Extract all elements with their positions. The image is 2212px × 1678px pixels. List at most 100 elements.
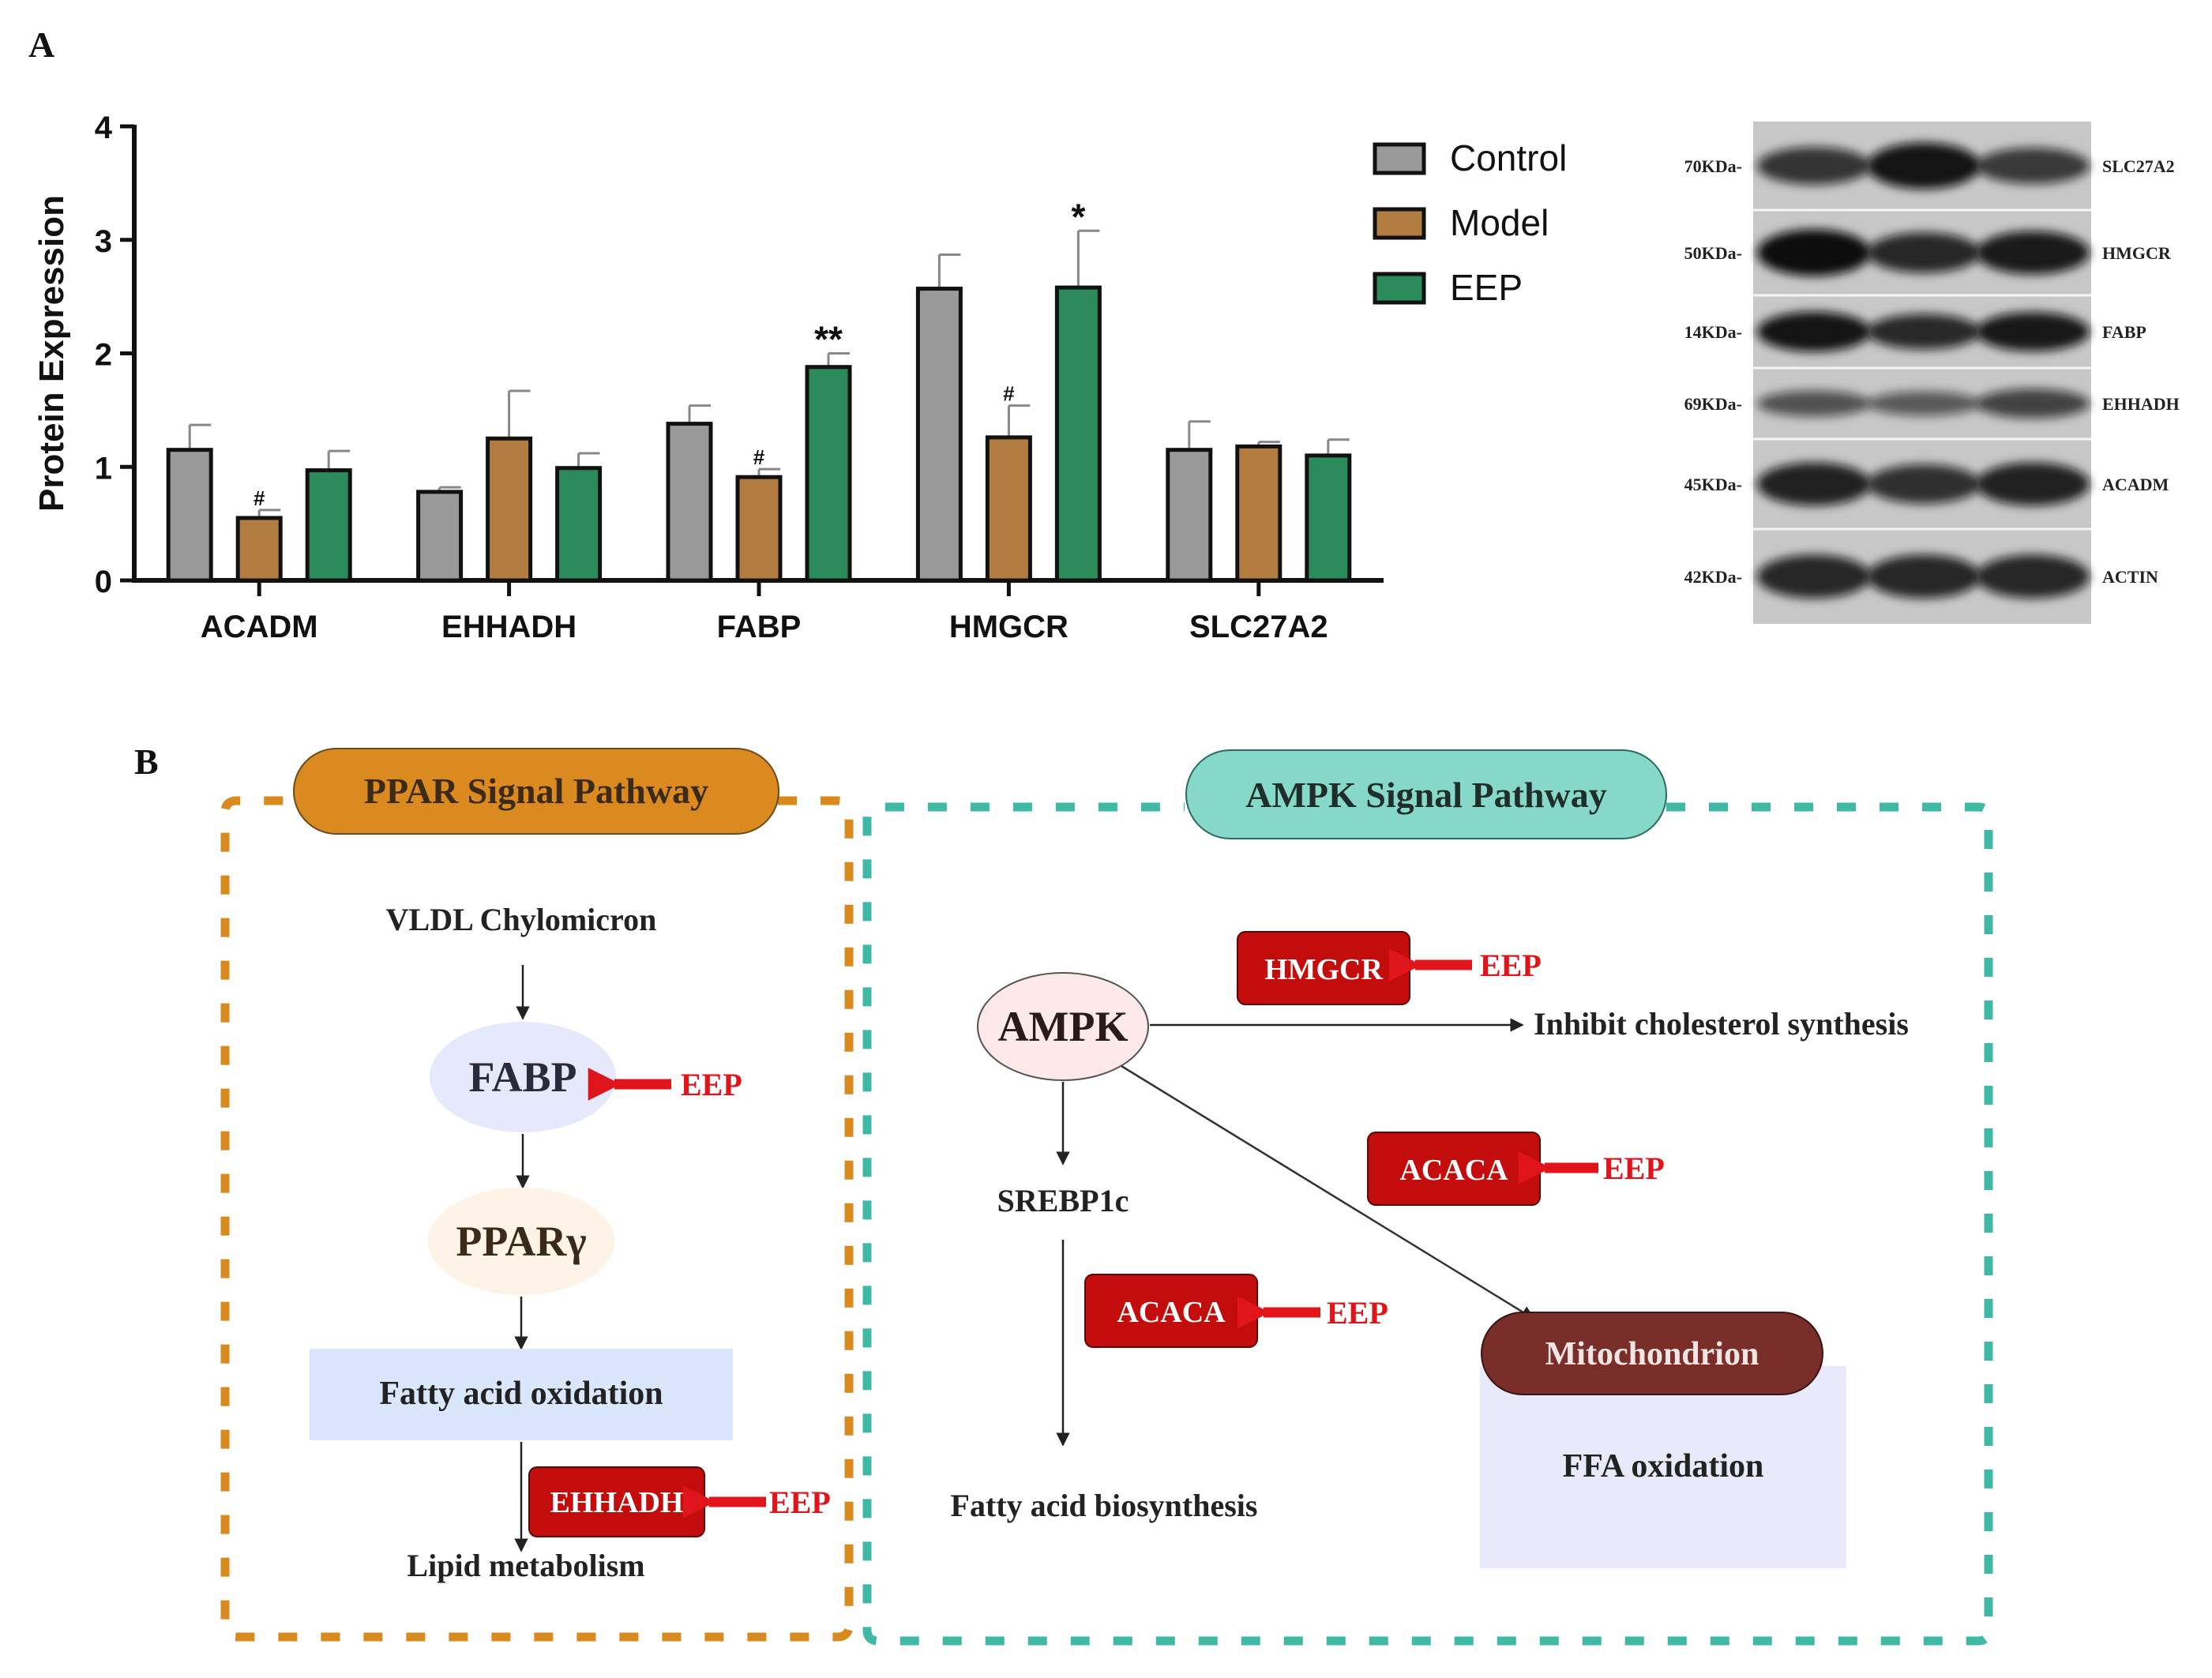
blot-band-actin xyxy=(1867,554,1981,599)
blot-protein-label: ACTIN xyxy=(2102,567,2158,587)
blot-band-acadm xyxy=(1757,462,1871,506)
fabp-node-label: FABP xyxy=(469,1053,577,1101)
significance-marker: ** xyxy=(814,319,843,360)
bar-eep-hmgcr xyxy=(1054,285,1102,583)
bar-control-ehhadh xyxy=(416,490,464,583)
srebp1c-label: SREBP1c xyxy=(997,1183,1129,1218)
mitochondrion-node xyxy=(1481,1312,1823,1395)
blot-band-hmgcr xyxy=(1867,232,1981,273)
blot-kda-label: 42KDa- xyxy=(1684,567,1742,587)
y-tick-label: 4 xyxy=(95,111,113,145)
fatty-acid-oxidation-label: Fatty acid oxidation xyxy=(379,1376,663,1412)
legend-swatch-eep xyxy=(1373,272,1426,305)
blot-kda-label: 50KDa- xyxy=(1684,243,1742,263)
bar-control-fabp xyxy=(666,422,713,583)
ampk-title-text: AMPK Signal Pathway xyxy=(1245,775,1606,815)
ampk-pathway-title: AMPK Signal Pathway xyxy=(1185,749,1667,839)
ampk-node-label: AMPK xyxy=(998,1003,1129,1050)
blot-protein-label: SLC27A2 xyxy=(2102,156,2175,176)
bar-eep-acadm xyxy=(305,468,352,583)
bar-control-hmgcr xyxy=(915,287,963,583)
blot-kda-label: 70KDa- xyxy=(1684,156,1742,176)
eep-label-acaca-right: EEP xyxy=(1603,1151,1665,1186)
inhibit-cholesterol-label: Inhibit cholesterol synthesis xyxy=(1534,1006,1909,1042)
acaca-right-target-label: ACACA xyxy=(1399,1154,1508,1187)
blot-band-fabp xyxy=(1757,311,1871,352)
y-tick-label: 2 xyxy=(95,338,112,373)
blot-band-slc27a2 xyxy=(1976,148,2090,184)
fabp-node xyxy=(430,1022,616,1132)
hmgcr-target-label: HMGCR xyxy=(1264,953,1383,986)
blot-band-ehhadh xyxy=(1976,389,2090,419)
lipid-metabolism-label: Lipid metabolism xyxy=(407,1548,644,1583)
bar-control-slc27a2 xyxy=(1166,448,1213,583)
acaca-left-target-label: ACACA xyxy=(1117,1296,1226,1329)
x-tick-label: FABP xyxy=(717,610,802,644)
vldl-chylomicron-label: VLDL Chylomicron xyxy=(386,902,657,937)
ppar-pathway-title: PPAR Signal Pathway xyxy=(293,748,779,835)
fatty-acid-oxidation-box xyxy=(310,1349,733,1440)
blot-band-hmgcr xyxy=(1757,229,1871,276)
bar-eep-slc27a2 xyxy=(1305,453,1352,583)
ppar-title-text: PPAR Signal Pathway xyxy=(364,771,708,811)
bar-control-acadm xyxy=(166,448,213,583)
arrow-ampk-to-mitochondrion xyxy=(1121,1064,1535,1320)
western-blot: 70KDa- SLC27A2 50KDa- HMGCR 14KDa- FABP 69KDa-… xyxy=(1684,122,2180,624)
legend-label-control: Control xyxy=(1450,137,1567,178)
significance-marker: # xyxy=(1003,382,1015,406)
blot-protein-label: ACADM xyxy=(2102,475,2169,494)
bar-model-fabp xyxy=(735,475,783,583)
panel-a-label: A xyxy=(28,24,54,65)
blot-band-acadm xyxy=(1867,464,1981,504)
ampk-region-border xyxy=(862,802,1993,1646)
blot-band-actin xyxy=(1976,554,2090,599)
bar-eep-fabp xyxy=(805,365,852,583)
blot-protein-label: FABP xyxy=(2102,322,2146,342)
blot-band-slc27a2 xyxy=(1757,147,1871,185)
blot-protein-label: HMGCR xyxy=(2102,243,2172,263)
ffa-oxidation-label: FFA oxidation xyxy=(1563,1448,1764,1485)
ppar-gamma-label: PPARγ xyxy=(456,1218,586,1265)
x-tick-label: EHHADH xyxy=(441,610,576,644)
significance-marker: # xyxy=(753,445,765,469)
y-axis-label: Protein Expression xyxy=(32,195,71,512)
blot-kda-label: 45KDa- xyxy=(1684,475,1742,494)
eep-label-ehhadh: EEP xyxy=(769,1485,831,1520)
blot-band-hmgcr xyxy=(1976,231,2090,275)
blot-protein-label: EHHADH xyxy=(2102,394,2180,414)
bar-model-acadm xyxy=(235,516,283,583)
fatty-acid-biosynthesis-label: Fatty acid biosynthesis xyxy=(951,1488,1258,1523)
x-tick-label: SLC27A2 xyxy=(1189,610,1328,644)
blot-kda-label: 69KDa- xyxy=(1684,394,1742,414)
ampk-node xyxy=(977,972,1149,1081)
mitochondrion-label: Mitochondrion xyxy=(1545,1336,1759,1372)
legend-label-eep: EEP xyxy=(1450,267,1523,308)
legend-label-model: Model xyxy=(1450,202,1549,243)
significance-marker: # xyxy=(253,486,265,510)
x-tick-label: ACADM xyxy=(201,610,318,644)
blot-band-fabp xyxy=(1867,313,1981,350)
blot-kda-label: 14KDa- xyxy=(1684,322,1742,342)
legend-swatch-model xyxy=(1373,207,1426,240)
y-tick-label: 0 xyxy=(95,565,112,599)
y-tick-label: 3 xyxy=(95,224,112,259)
panel-b-label: B xyxy=(134,741,159,782)
ehhadh-target-label: EHHADH xyxy=(550,1486,684,1519)
blot-band-acadm xyxy=(1976,462,2090,506)
blot-band-actin xyxy=(1757,554,1871,599)
eep-label-fabp: EEP xyxy=(681,1067,742,1102)
blot-band-slc27a2 xyxy=(1867,142,1981,190)
blot-band-ehhadh xyxy=(1867,391,1981,416)
bar-model-slc27a2 xyxy=(1235,444,1283,583)
ppar-gamma-node xyxy=(428,1188,614,1295)
bar-model-hmgcr xyxy=(985,435,1032,583)
eep-label-acaca-left: EEP xyxy=(1327,1295,1388,1331)
y-tick-label: 1 xyxy=(95,451,112,486)
blot-band-ehhadh xyxy=(1757,390,1871,417)
significance-marker: * xyxy=(1071,196,1085,237)
ppar-region-border xyxy=(220,796,854,1642)
blot-background xyxy=(1753,122,2091,624)
